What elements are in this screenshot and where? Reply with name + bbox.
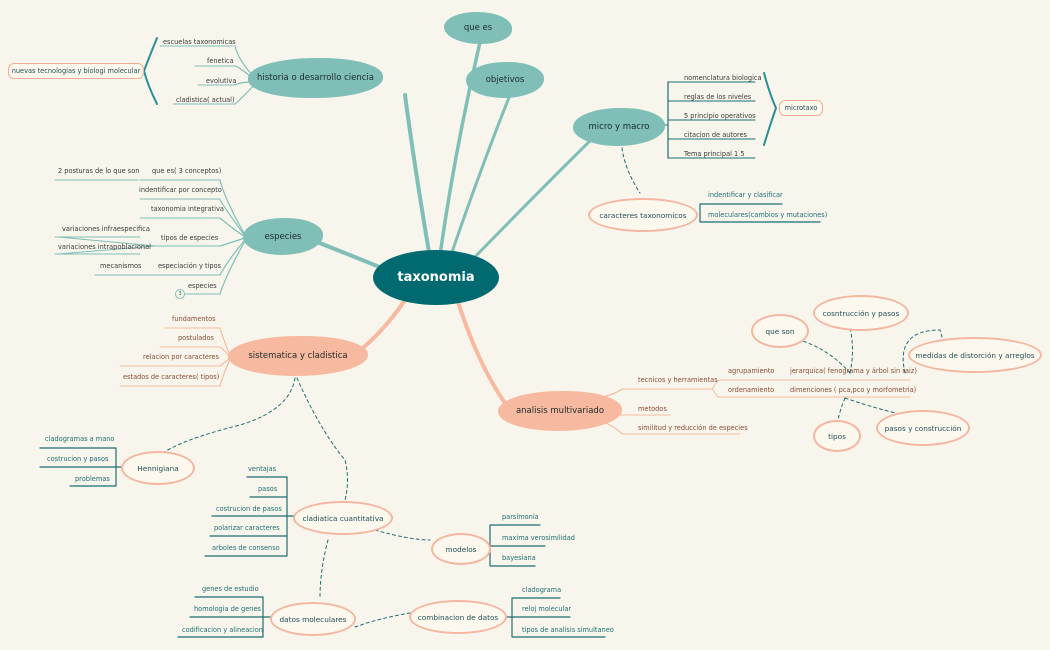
especies-leaf[interactable]: indentificar por concepto	[139, 186, 222, 194]
especies-leaf[interactable]: especiación y tipos	[158, 262, 222, 270]
historia-leaf[interactable]: fenetica	[207, 57, 234, 65]
node-que-son[interactable]: que son	[751, 314, 809, 348]
topic-label: historia o desarrollo ciencia	[256, 73, 375, 83]
micro-leaf[interactable]: Tema principal 1 5	[684, 150, 745, 158]
topic-objetivos[interactable]: objetivos	[466, 62, 544, 98]
node-pasos-construccion[interactable]: pasos y construcción	[876, 410, 970, 446]
root-node[interactable]: taxonomia	[373, 250, 499, 305]
sistematica-leaf[interactable]: fundamentos	[172, 315, 216, 323]
combinacion-leaf[interactable]: reloj molecular	[522, 605, 572, 613]
micro-leaf[interactable]: citacion de autores	[684, 131, 748, 139]
combinacion-leaf[interactable]: cladograma	[522, 586, 562, 594]
especies-leaf[interactable]: que es( 3 conceptos)	[152, 167, 222, 175]
topic-historia[interactable]: historia o desarrollo ciencia	[248, 58, 383, 98]
cuantitativa-leaf[interactable]: ventajas	[248, 465, 277, 473]
multivariado-leaf[interactable]: tecnicos y herramientas	[638, 376, 718, 384]
agrupamiento-child[interactable]: jerarquica( fenograma y árbol sin raiz)	[790, 367, 917, 375]
ordenamiento-child[interactable]: dimenciones ( pca,pco y morfometria)	[790, 386, 917, 394]
node-modelos[interactable]: modelos	[431, 533, 491, 565]
historia-leaf[interactable]: escuelas taxonomicas	[163, 38, 236, 46]
hennigiana-leaf[interactable]: cladogramas a mano	[45, 435, 115, 443]
topic-label: especies	[264, 231, 302, 242]
agrupamiento-label[interactable]: agrupamiento	[728, 367, 775, 375]
topic-micro-macro[interactable]: micro y macro	[573, 108, 665, 146]
especies-count-badge[interactable]: 3	[175, 289, 185, 299]
multivariado-leaf[interactable]: metodos	[638, 405, 667, 413]
node-cladistica-cuantitativa[interactable]: cladiatica cuantitativa	[293, 501, 393, 535]
topic-label: micro y macro	[588, 122, 650, 132]
moleculares-leaf[interactable]: codificacion y alineacion	[182, 626, 263, 634]
historia-leaf[interactable]: cladistica( actual)	[176, 96, 235, 104]
node-tipos[interactable]: tipos	[813, 420, 861, 452]
caracteres-leaf[interactable]: moleculares(cambios y mutaciones)	[708, 211, 828, 219]
topic-especies[interactable]: especies	[243, 218, 323, 255]
hennigiana-leaf[interactable]: costrucion y pasos	[47, 455, 109, 463]
especies-leaf[interactable]: especies	[188, 282, 217, 290]
especies-leaf[interactable]: tipos de especies	[161, 234, 219, 242]
sistematica-leaf[interactable]: estados de caracteres( tipos)	[123, 373, 220, 381]
node-combinacion-datos[interactable]: combinacion de datos	[409, 600, 507, 634]
micro-callout[interactable]: microtaxo	[779, 100, 823, 116]
topic-label: analisis multivariado	[515, 406, 605, 416]
cuantitativa-leaf[interactable]: polarizar caracteres	[214, 524, 280, 532]
topic-analisis-multivariado[interactable]: analisis multivariado	[498, 391, 622, 431]
especies-subleaf[interactable]: variaciones intrapoblacional	[58, 243, 151, 251]
node-datos-moleculares[interactable]: datos moleculares	[270, 602, 356, 636]
modelos-leaf[interactable]: bayesiana	[502, 554, 536, 562]
especies-subleaf[interactable]: variaciones infraespecifica	[62, 225, 150, 233]
micro-leaf[interactable]: reglas de los niveles	[684, 93, 752, 101]
combinacion-leaf[interactable]: tipos de analisis simultaneo	[522, 626, 614, 634]
moleculares-leaf[interactable]: homologia de genes	[194, 605, 261, 613]
cuantitativa-leaf[interactable]: costrucion de pasos	[216, 505, 282, 513]
modelos-leaf[interactable]: maxima verosimilidad	[502, 534, 575, 542]
node-construccion-pasos[interactable]: cosntrucción y pasos	[813, 295, 909, 331]
topic-label: sistematica y cladistica	[248, 351, 348, 361]
caracteres-leaf[interactable]: indentificar y clasificar	[708, 191, 783, 199]
especies-subleaf[interactable]: mecanismos	[100, 262, 142, 270]
moleculares-leaf[interactable]: genes de estudio	[202, 585, 259, 593]
hennigiana-leaf[interactable]: problemas	[75, 475, 110, 483]
node-hennigiana[interactable]: Hennigiana	[121, 451, 195, 485]
topic-label: objetivos	[485, 75, 525, 85]
node-medidas-distorcion[interactable]: medidas de distorción y arreglos	[908, 337, 1042, 373]
topic-que-es[interactable]: que es	[444, 12, 512, 44]
modelos-leaf[interactable]: parsimonia	[502, 513, 539, 521]
node-caracteres[interactable]: caracteres taxonomicos	[588, 198, 698, 232]
historia-leaf[interactable]: evolutiva	[206, 77, 237, 85]
historia-callout[interactable]: nuevas tecnologias y biologi molecular	[8, 63, 144, 79]
cuantitativa-leaf[interactable]: pasos	[258, 485, 278, 493]
especies-subleaf[interactable]: 2 posturas de lo que son	[58, 167, 140, 175]
topic-label: que es	[463, 23, 493, 33]
multivariado-leaf[interactable]: similitud y reducción de especies	[638, 424, 748, 432]
sistematica-leaf[interactable]: relacion por caracteres	[143, 353, 220, 361]
micro-leaf[interactable]: 5 principio operativos	[684, 112, 756, 120]
cuantitativa-leaf[interactable]: arboles de consenso	[212, 544, 280, 552]
sistematica-leaf[interactable]: postulados	[178, 334, 214, 342]
especies-leaf[interactable]: taxonomia integrativa	[151, 205, 224, 213]
topic-sistematica[interactable]: sistematica y cladistica	[228, 336, 368, 376]
micro-leaf[interactable]: nomenclatura biologica	[684, 74, 762, 82]
ordenamiento-label[interactable]: ordenamiento	[728, 386, 775, 394]
